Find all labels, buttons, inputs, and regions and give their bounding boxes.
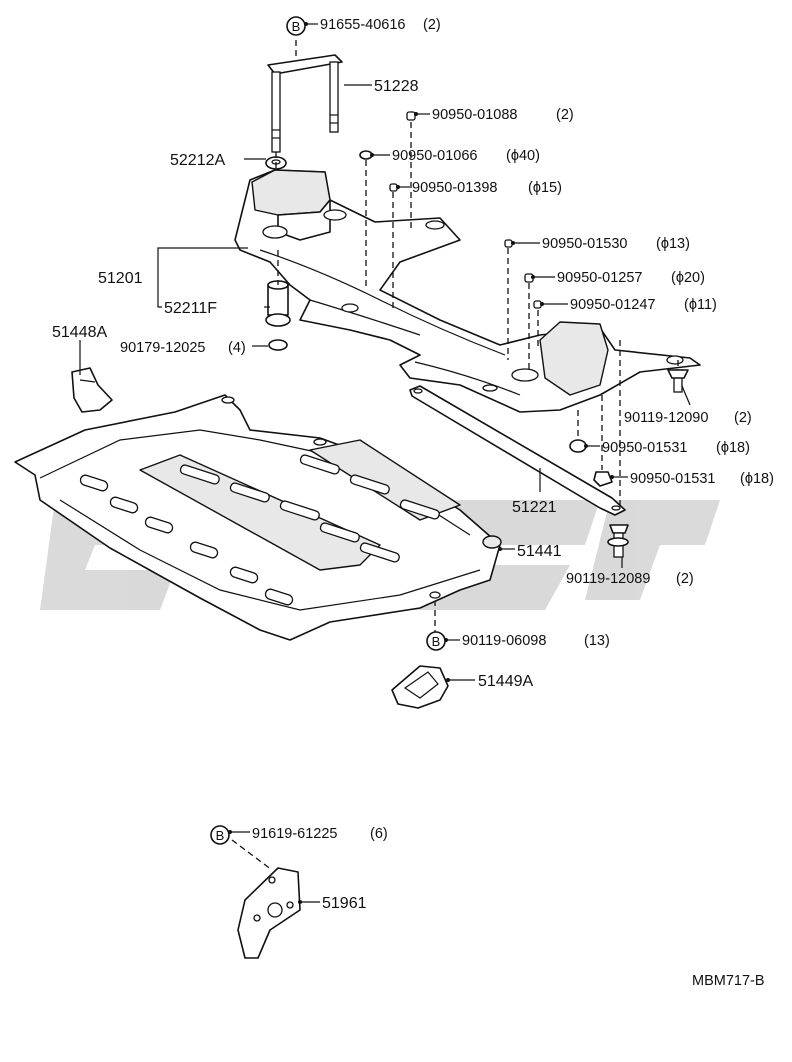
label-91655-40616: 91655-40616 [320,17,405,33]
label-90119-06098: 90119-06098 [462,633,546,649]
label-90179-12025: 90179-12025 [120,340,205,356]
qty-91619-61225: (6) [370,826,388,842]
label-90119-12089: 90119-12089 [566,571,650,587]
label-52212a: 52212A [170,152,225,169]
label-51228: 51228 [374,78,419,95]
label-51448a: 51448A [52,324,107,341]
label-91619-61225: 91619-61225 [252,826,337,842]
b-symbol-top: B [286,16,306,36]
qty-90950-01531-a: (ϕ18) [716,440,750,456]
qty-91655-40616: (2) [423,17,441,33]
bolt-90119-12090 [667,369,689,393]
qty-90119-06098: (13) [584,633,610,649]
b-symbol-bottom: B [210,825,230,845]
clip-51449a [391,665,449,709]
label-90950-01530: 90950-01530 [542,236,627,252]
washer-90179-12025 [268,339,288,351]
assembly-lines [231,40,679,871]
label-51449a: 51449A [478,673,533,690]
plate-51961 [237,867,301,959]
label-51221: 51221 [512,499,557,516]
crossmember-51201 [234,169,701,413]
label-90950-01531-a: 90950-01531 [602,440,687,456]
cover-slots [79,454,440,606]
qty-90119-12089: (2) [676,571,694,587]
brace-51221 [409,385,626,516]
label-90119-12090: 90119-12090 [624,410,708,426]
qty-90950-01530: (ϕ13) [656,236,690,252]
label-51441: 51441 [517,543,562,560]
engine-under-cover [14,394,502,641]
bolt-51228 [267,54,343,153]
label-90950-01247: 90950-01247 [570,297,655,313]
b-symbol-middle: B [426,631,446,651]
qty-90950-01247: (ϕ11) [684,297,717,313]
qty-90950-01066: (ϕ40) [506,148,540,164]
b-symbol-bottom-text: B [216,828,225,843]
qty-90179-12025: (4) [228,340,246,356]
qty-90950-01531-b: (ϕ18) [740,471,774,487]
b-symbol-middle-text: B [432,634,441,649]
leader-dots [228,22,614,904]
label-52211f: 52211F [164,300,217,317]
cushion-52211f [265,280,291,327]
diagram-code: MBM717-B [692,973,765,989]
label-90950-01531-b: 90950-01531 [630,471,715,487]
part-labels: 91655-40616 (2) 51228 90950-01088 (2) 90… [52,17,774,989]
qty-90119-12090: (2) [734,410,752,426]
label-90950-01088: 90950-01088 [432,107,517,123]
qty-90950-01257: (ϕ20) [671,270,705,286]
label-90950-01398: 90950-01398 [412,180,497,196]
label-90950-01066: 90950-01066 [392,148,477,164]
bolt-90119-12089 [607,524,629,558]
qty-90950-01088: (2) [556,107,574,123]
label-90950-01257: 90950-01257 [557,270,642,286]
bracket-51448a [71,367,113,413]
qty-90950-01398: (ϕ15) [528,180,562,196]
b-symbol-top-text: B [292,19,301,34]
label-51961: 51961 [322,895,367,912]
label-51201: 51201 [98,270,143,287]
